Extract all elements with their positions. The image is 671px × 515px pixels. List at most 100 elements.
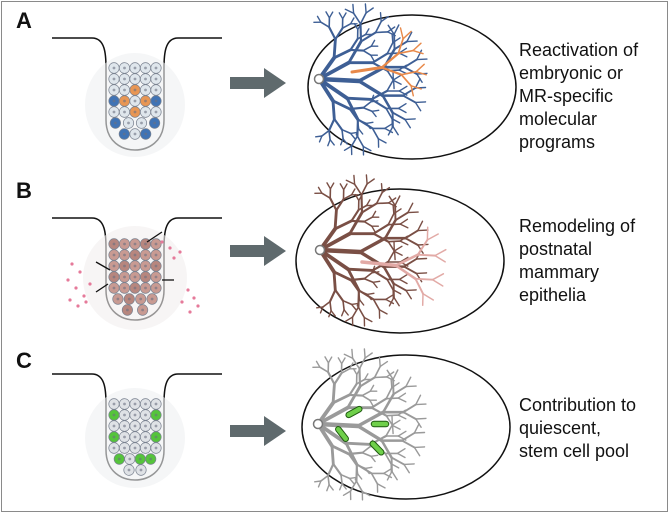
- signal-dot: [196, 304, 200, 308]
- duct-branch: [341, 128, 352, 135]
- duct-branch: [391, 33, 394, 44]
- duct-branch: [381, 186, 391, 194]
- duct-branch: [345, 179, 356, 185]
- duct-branch: [392, 385, 407, 396]
- duct-branch: [357, 289, 361, 301]
- duct-branch: [335, 198, 345, 212]
- epithelial-cells: [108, 398, 162, 476]
- duct-branch: [359, 12, 367, 25]
- duct-branch: [381, 392, 395, 414]
- duct-branch: [365, 199, 371, 207]
- duct-branch: [347, 451, 364, 456]
- duct-branch: [326, 462, 335, 477]
- process-arrow: [230, 68, 286, 98]
- duct-branch: [360, 193, 364, 214]
- duct-branch: [339, 483, 343, 491]
- duct-branch: [332, 462, 343, 476]
- duct-branch: [324, 356, 330, 364]
- caption-line: mammary: [519, 262, 599, 282]
- duct-branch: [317, 60, 351, 81]
- duct-branch: [405, 376, 412, 388]
- duct-branch: [360, 202, 378, 214]
- duct-branch: [403, 463, 411, 474]
- duct-branch: [386, 79, 395, 92]
- duct-branch: [384, 122, 394, 130]
- duct-branch: [362, 106, 373, 113]
- duct-branch: [393, 24, 400, 36]
- duct-branch: [404, 229, 419, 240]
- duct-branch: [385, 414, 394, 427]
- duct-branch: [361, 394, 371, 402]
- duct-branch: [415, 418, 422, 429]
- duct-branch: [340, 367, 351, 375]
- duct-branch: [385, 386, 393, 400]
- duct-branch: [392, 74, 402, 81]
- duct-branch: [352, 12, 362, 25]
- duct-branch: [413, 446, 426, 449]
- duct-branch: [398, 273, 408, 281]
- duct-branch: [328, 288, 337, 303]
- duct-branch: [396, 452, 406, 459]
- duct-branch: [394, 195, 401, 207]
- duct-branch: [346, 385, 362, 410]
- duct-branch: [363, 348, 366, 359]
- duct-branch: [357, 289, 369, 296]
- duct-branch: [328, 11, 334, 19]
- duct-branch: [383, 467, 393, 475]
- duct-branch: [366, 292, 375, 296]
- duct-branch: [320, 21, 331, 29]
- duct-branch: [357, 79, 385, 98]
- duct-branch: [330, 309, 336, 317]
- duct-branch: [380, 439, 393, 459]
- duct-branch: [403, 463, 415, 466]
- duct-branch: [417, 229, 429, 232]
- duct-branch: [349, 131, 359, 135]
- duct-branch: [405, 289, 413, 300]
- duct-branch: [385, 298, 395, 305]
- duct-branch: [327, 371, 336, 386]
- signal-dot: [186, 288, 190, 292]
- duct-branch: [397, 102, 407, 110]
- duct-branch: [371, 265, 376, 274]
- duct-branch: [358, 357, 366, 370]
- duct-branch: [406, 40, 418, 43]
- duct-branch: [322, 300, 331, 308]
- duct-branch: [317, 186, 323, 194]
- duct-branch: [397, 49, 414, 55]
- duct-branch: [357, 306, 366, 319]
- duct-branch: [360, 183, 368, 196]
- duct-branch: [378, 309, 388, 315]
- caption-line: Contribution to: [519, 395, 637, 415]
- duct-branch: [397, 397, 407, 403]
- duct-branch: [394, 211, 409, 222]
- duct-branch: [362, 145, 372, 152]
- duct-branch: [318, 248, 351, 272]
- duct-branch: [399, 223, 409, 229]
- duct-branch: [390, 456, 405, 466]
- duct-branch: [350, 208, 360, 222]
- duct-branch: [403, 66, 418, 75]
- duct-branch: [434, 254, 446, 263]
- duct-branch: [356, 424, 384, 443]
- duct-branch: [391, 424, 401, 430]
- duct-branch: [373, 365, 382, 379]
- signal-dot: [82, 294, 86, 298]
- duct-branch: [386, 69, 395, 82]
- duct-branch: [364, 352, 373, 359]
- caption-line: Remodeling of: [519, 216, 636, 236]
- duct-branch: [404, 237, 419, 246]
- duct-branch: [431, 278, 444, 287]
- duct-branch: [372, 281, 378, 289]
- duct-branch: [341, 128, 344, 140]
- duct-branch: [407, 211, 419, 214]
- duct-branch: [392, 289, 402, 295]
- process-arrow: [230, 416, 286, 446]
- duct-branch: [406, 31, 413, 43]
- duct-branch: [337, 357, 343, 365]
- duct-branch: [377, 138, 387, 144]
- duct-branch: [412, 49, 424, 55]
- duct-branch: [372, 232, 390, 243]
- stromal-signals: [66, 240, 200, 314]
- duct-branch: [397, 430, 407, 437]
